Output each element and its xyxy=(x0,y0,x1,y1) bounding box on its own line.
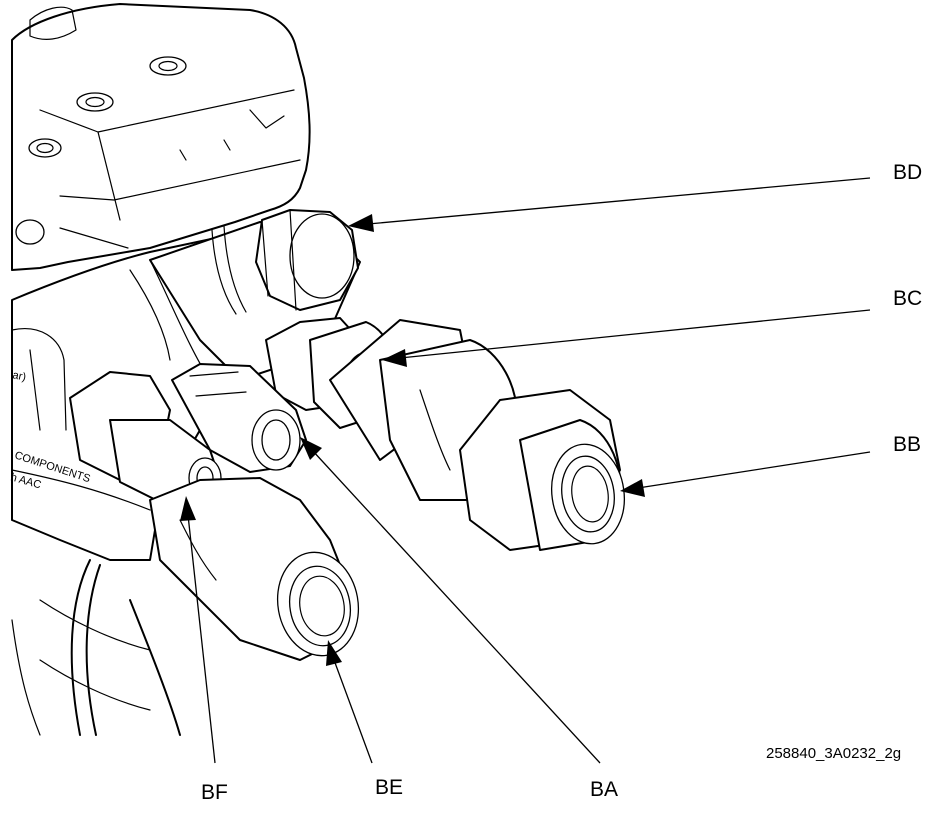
callout-be: BE xyxy=(375,776,403,799)
leader-bb xyxy=(620,451,871,497)
arrowhead-bf xyxy=(180,496,196,521)
callout-bf: BF xyxy=(201,781,228,804)
bar-label: ar) xyxy=(11,369,27,384)
callout-bd: BD xyxy=(893,161,922,184)
arrowhead-bd xyxy=(348,214,374,232)
callout-bb: BB xyxy=(893,433,921,456)
gun-handle xyxy=(11,559,181,736)
arrowhead-ba xyxy=(300,437,322,460)
arrowhead-bc xyxy=(382,349,407,367)
leader-bd xyxy=(348,177,871,232)
leader-be xyxy=(326,640,373,764)
gun-top-housing xyxy=(11,3,311,271)
arrowhead-bb xyxy=(620,479,645,497)
leader-ba xyxy=(300,437,601,764)
fitting-ba xyxy=(171,363,307,473)
arrowhead-be xyxy=(326,640,342,666)
callout-bc: BC xyxy=(893,287,922,310)
leader-bc xyxy=(382,309,871,367)
fitting-bf xyxy=(69,371,222,503)
callout-ba: BA xyxy=(590,778,618,801)
leader-bf xyxy=(180,496,216,764)
fitting-be xyxy=(149,477,360,661)
fitting-bb xyxy=(329,319,625,551)
figure-id: 258840_3A0232_2g xyxy=(766,745,901,762)
